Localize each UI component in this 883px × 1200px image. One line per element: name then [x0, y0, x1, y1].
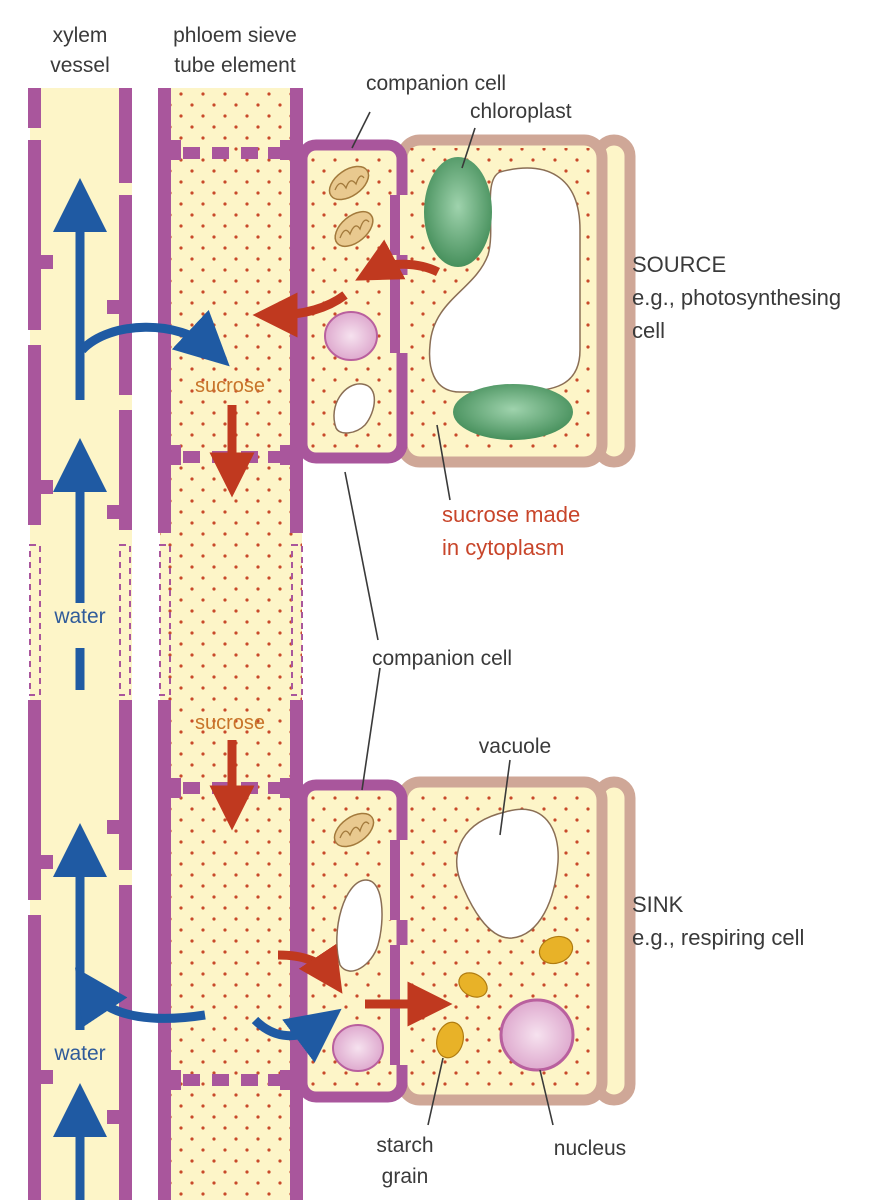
- xylem-right-wall: [107, 88, 132, 1200]
- vacuole-label: vacuole: [479, 735, 551, 758]
- xylem-label-line1: xylem: [53, 24, 108, 47]
- water-arrows: [53, 178, 342, 1200]
- source-mitochondrion-1: [328, 165, 370, 201]
- sink-title: SINK: [632, 892, 684, 917]
- sink-desc-line2: e.g., respiring cell: [632, 925, 804, 950]
- sucrose-label-lower: sucrose: [195, 712, 265, 734]
- chloroplast-1: [424, 157, 492, 267]
- starch-grain-1: [538, 935, 574, 965]
- source-vacuole: [428, 167, 581, 393]
- sink-nucleus: [499, 998, 575, 1072]
- sucrose-made-label-line2: in cytoplasm: [442, 535, 564, 560]
- companion-cell-top-label: companion cell: [366, 72, 506, 95]
- water-label-upper: water: [53, 605, 105, 628]
- sucrose-arrow-to-phloem: [252, 291, 348, 338]
- phloem-label-line2: tube element: [174, 54, 296, 77]
- xylem-dashed-walls: [29, 544, 131, 696]
- starch-grain-3: [436, 1021, 464, 1059]
- xylem-left-wall: [28, 88, 53, 1200]
- water-arrow-lateral-bottom: [74, 967, 206, 1028]
- water-arrow-sink-entry: [251, 1008, 342, 1063]
- labels: xylem vessel phloem sieve tube element c…: [48, 24, 841, 1188]
- water-label-lower: water: [53, 1042, 105, 1065]
- sink-cells: [296, 776, 636, 1106]
- sucrose-arrows: [209, 239, 453, 1027]
- sink-vacuole: [456, 808, 559, 939]
- source-title: SOURCE: [632, 252, 726, 277]
- source-mitochondrion-2: [334, 210, 374, 248]
- sink-plasmodesmata: [386, 840, 408, 1065]
- sucrose-arrow-chloroplast: [355, 239, 441, 281]
- sink-companion-nucleus: [332, 1024, 384, 1072]
- sucrose-label-upper: sucrose: [195, 375, 265, 397]
- sucrose-made-label-line1: sucrose made: [442, 502, 580, 527]
- phloem-left-wall: [158, 88, 181, 1200]
- source-desc-line3: cell: [632, 318, 665, 343]
- companion-cell-middle-label: companion cell: [372, 647, 512, 670]
- starch-grain-label-line2: grain: [382, 1165, 429, 1188]
- source-desc-line2: e.g., photosynthesing: [632, 285, 841, 310]
- sink-mitochondrion: [333, 812, 375, 848]
- phloem-label-line1: phloem sieve: [173, 24, 297, 47]
- phloem-dashed-walls: [159, 544, 303, 696]
- sieve-plate-4: [183, 1074, 282, 1086]
- source-companion-nucleus: [324, 311, 378, 361]
- sieve-plate-1: [183, 147, 282, 159]
- source-companion-vacuole: [333, 383, 376, 434]
- water-arrow-lateral-top: [78, 309, 230, 367]
- starch-grain-2: [458, 972, 488, 998]
- nucleus-label: nucleus: [554, 1137, 626, 1160]
- chloroplast-label: chloroplast: [470, 100, 572, 123]
- sucrose-arrow-unload: [277, 943, 343, 994]
- chloroplast-2: [453, 384, 573, 440]
- sink-companion-vacuole: [336, 879, 383, 972]
- source-cells: [296, 134, 636, 468]
- starch-grain-label-line1: starch: [376, 1134, 433, 1157]
- leader-lines: [344, 111, 554, 1126]
- xylem-label-line2: vessel: [50, 54, 110, 77]
